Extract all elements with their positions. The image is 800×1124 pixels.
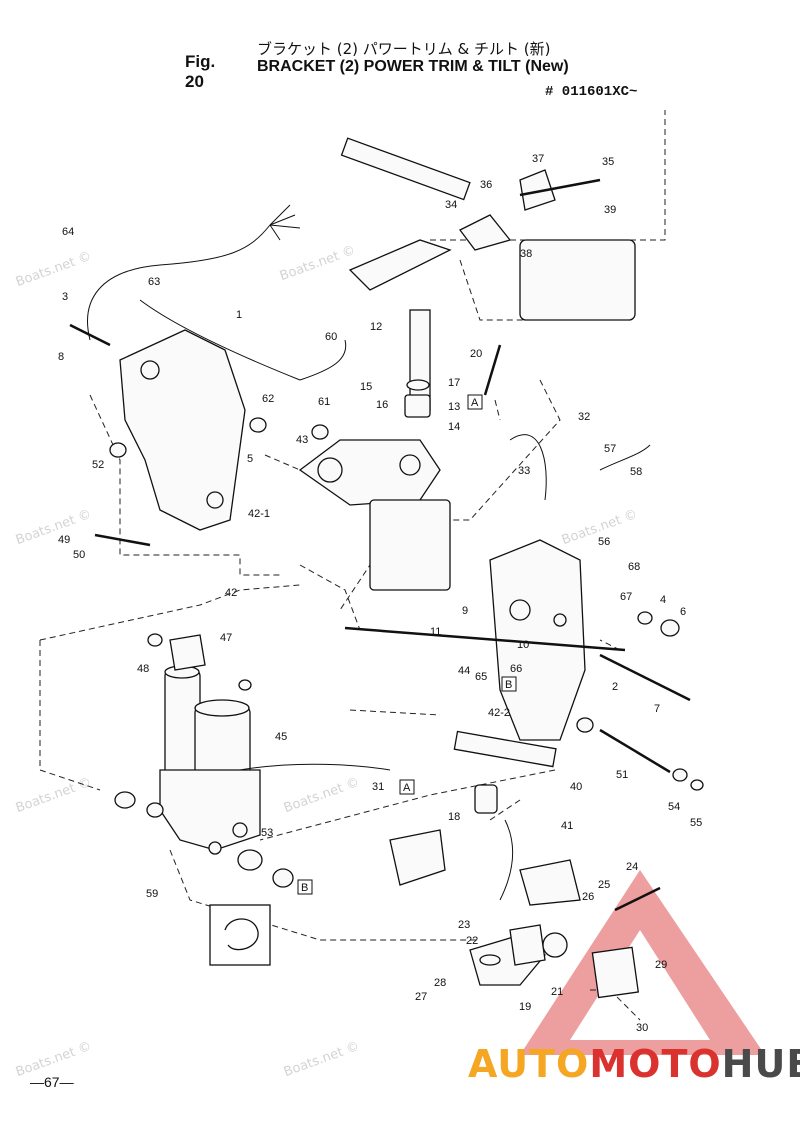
callout-23: 23 — [458, 919, 470, 931]
callout-5: 5 — [247, 453, 253, 465]
callout-67: 67 — [620, 591, 632, 603]
callout-2: 2 — [612, 681, 618, 693]
callout-66: 66 — [510, 663, 522, 675]
reference-boxes — [297, 394, 517, 895]
pins-and-bolts — [69, 178, 691, 912]
callout-54: 54 — [668, 801, 680, 813]
callout-42-1: 42-1 — [248, 508, 270, 520]
callout-3: 3 — [62, 291, 68, 303]
callout-64: 64 — [62, 226, 74, 238]
callout-21: 21 — [551, 986, 563, 998]
callout-26: 26 — [582, 891, 594, 903]
callout-61: 61 — [318, 396, 330, 408]
part-shapes — [109, 137, 704, 999]
callout-53: 53 — [261, 827, 273, 839]
callout-31: 31 — [372, 781, 384, 793]
logo-part-moto: MOTO — [589, 1042, 722, 1086]
callout-6: 6 — [680, 606, 686, 618]
page-number: —67— — [30, 1074, 74, 1090]
callout-48: 48 — [137, 663, 149, 675]
callout-63: 63 — [148, 276, 160, 288]
callout-22: 22 — [466, 935, 478, 947]
callout-18: 18 — [448, 811, 460, 823]
ref-label-a: A — [471, 397, 479, 409]
callout-52: 52 — [92, 459, 104, 471]
callout-16: 16 — [376, 399, 388, 411]
callout-10: 10 — [517, 639, 529, 651]
callout-20: 20 — [470, 348, 482, 360]
serial-range: # 011601XC~ — [545, 84, 638, 100]
callout-27: 27 — [415, 991, 427, 1003]
callout-32: 32 — [578, 411, 590, 423]
callout-38: 38 — [520, 248, 532, 260]
callout-12: 12 — [370, 321, 382, 333]
reference-box-labels: A B A B — [301, 397, 512, 894]
callout-8: 8 — [58, 351, 64, 363]
callout-49: 49 — [58, 534, 70, 546]
callout-14: 14 — [448, 421, 460, 433]
callout-17: 17 — [448, 377, 460, 389]
callout-50: 50 — [73, 549, 85, 561]
callout-30: 30 — [636, 1022, 648, 1034]
callout-34: 34 — [445, 199, 457, 211]
callout-36: 36 — [480, 179, 492, 191]
callout-41: 41 — [561, 820, 573, 832]
callout-42-2: 42-2 — [488, 707, 510, 719]
callout-1: 1 — [236, 309, 242, 321]
callout-9: 9 — [462, 605, 468, 617]
logo-part-auto: AUTO — [468, 1042, 590, 1086]
ref-label-b: B — [301, 882, 308, 894]
callout-13: 13 — [448, 401, 460, 413]
callout-55: 55 — [690, 817, 702, 829]
title-japanese: ブラケット (2) パワートリム & チルト (新) — [257, 40, 551, 58]
callout-29: 29 — [655, 959, 667, 971]
callout-33: 33 — [518, 465, 530, 477]
callout-43: 43 — [296, 434, 308, 446]
callout-11: 11 — [430, 626, 441, 638]
ref-label-b: B — [505, 679, 512, 691]
callout-65: 65 — [475, 671, 487, 683]
callout-42: 42 — [225, 587, 237, 599]
callout-19: 19 — [519, 1001, 531, 1013]
callout-15: 15 — [360, 381, 372, 393]
callout-68: 68 — [628, 561, 640, 573]
callout-59: 59 — [146, 888, 158, 900]
callout-4: 4 — [660, 594, 666, 606]
callout-7: 7 — [654, 703, 660, 715]
callout-57: 57 — [604, 443, 616, 455]
callout-35: 35 — [602, 156, 614, 168]
callout-62: 62 — [262, 393, 274, 405]
callout-45: 45 — [275, 731, 287, 743]
callout-58: 58 — [630, 466, 642, 478]
ref-label-a: A — [403, 782, 411, 794]
callout-25: 25 — [598, 879, 610, 891]
wiring-harness — [87, 204, 651, 901]
logo-triangle — [520, 870, 765, 1055]
callout-39: 39 — [604, 204, 616, 216]
callout-56: 56 — [598, 536, 610, 548]
logo-part-hub: HUB — [721, 1042, 800, 1086]
callout-44: 44 — [458, 665, 470, 677]
callout-60: 60 — [325, 331, 337, 343]
figure-number: Fig. 20 — [185, 52, 216, 91]
callout-40: 40 — [570, 781, 582, 793]
brand-logo: AUTOMOTOHUB — [468, 1042, 800, 1086]
callout-51: 51 — [616, 769, 628, 781]
title-english: BRACKET (2) POWER TRIM & TILT (New) — [257, 58, 569, 75]
callout-28: 28 — [434, 977, 446, 989]
callout-numbers: 1234567891011121314151617181920212223242… — [58, 153, 702, 1034]
callout-47: 47 — [220, 632, 232, 644]
callout-24: 24 — [626, 861, 638, 873]
callout-37: 37 — [532, 153, 544, 165]
